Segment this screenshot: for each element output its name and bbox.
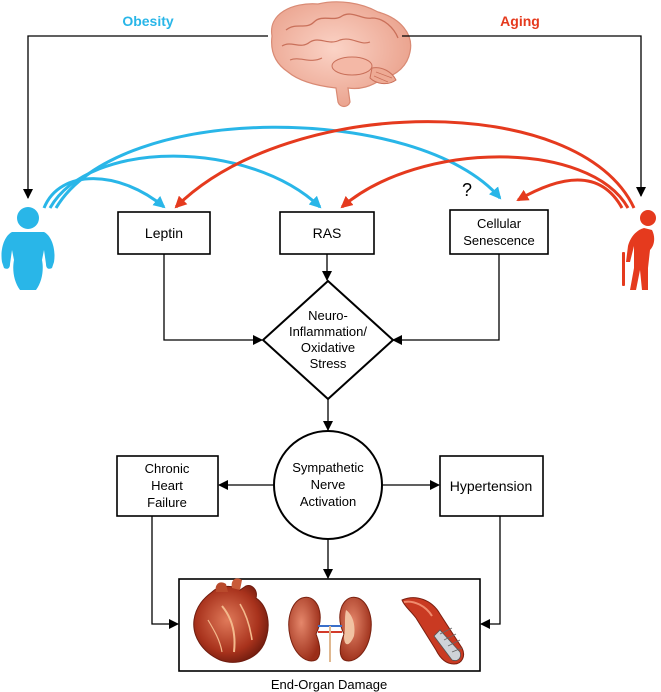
hypertension-to-damage-arrow	[480, 516, 501, 629]
cellular-senescence-line-1: Cellular	[477, 216, 522, 231]
sympathetic-line-2: Nerve	[311, 477, 346, 492]
cellular-senescence-line-2: Senescence	[463, 233, 535, 248]
cellular-senescence-box: Cellular Senescence	[449, 209, 549, 255]
brain-to-aging-arrow	[402, 35, 646, 197]
hypertension-label: Hypertension	[450, 478, 533, 494]
sympathetic-line-3: Activation	[300, 494, 356, 509]
ras-box: RAS	[279, 211, 375, 255]
obesity-to-leptin-arrow	[42, 177, 166, 209]
neuro-inflammation-line-3: Oxidative	[301, 340, 355, 355]
heart-icon	[193, 578, 269, 663]
obesity-label: Obesity	[122, 13, 174, 29]
question-mark: ?	[462, 180, 472, 200]
end-organ-damage-label: End-Organ Damage	[271, 677, 387, 692]
brain-icon	[271, 1, 412, 108]
chronic-heart-failure-box: Chronic Heart Failure	[116, 455, 219, 517]
kidney-icon	[288, 596, 372, 662]
senescence-to-inflammation-arrow	[392, 254, 500, 345]
obese-person-icon	[1, 207, 55, 290]
neuro-inflammation-line-2: Inflammation/	[289, 324, 367, 339]
aging-to-leptin-arrow	[174, 120, 636, 209]
heart-failure-to-damage-arrow	[151, 516, 179, 629]
elderly-person-icon	[622, 210, 661, 290]
ras-label: RAS	[313, 225, 342, 241]
aging-to-senescence-arrow	[516, 178, 624, 209]
neuro-inflammation-line-4: Stress	[310, 356, 347, 371]
heart-failure-line-1: Chronic	[145, 461, 190, 476]
leptin-label: Leptin	[145, 225, 183, 241]
blood-vessel-icon	[401, 597, 465, 665]
aging-label: Aging	[500, 13, 540, 29]
sympathetic-activation-circle: Sympathetic Nerve Activation	[273, 430, 383, 540]
heart-failure-line-2: Heart	[151, 478, 183, 493]
sympathetic-line-1: Sympathetic	[292, 460, 364, 475]
brain-to-obesity-arrow	[23, 35, 268, 199]
neuro-inflammation-diamond: Neuro- Inflammation/ Oxidative Stress	[261, 279, 395, 401]
neuro-inflammation-line-1: Neuro-	[308, 308, 348, 323]
obesity-to-senescence-arrow	[54, 125, 502, 209]
aging-to-ras-arrow	[340, 155, 630, 209]
heart-failure-line-3: Failure	[147, 495, 187, 510]
leptin-box: Leptin	[117, 211, 211, 255]
obesity-to-ras-arrow	[48, 154, 322, 209]
hypertension-box: Hypertension	[439, 455, 544, 517]
leptin-to-inflammation-arrow	[163, 254, 263, 345]
